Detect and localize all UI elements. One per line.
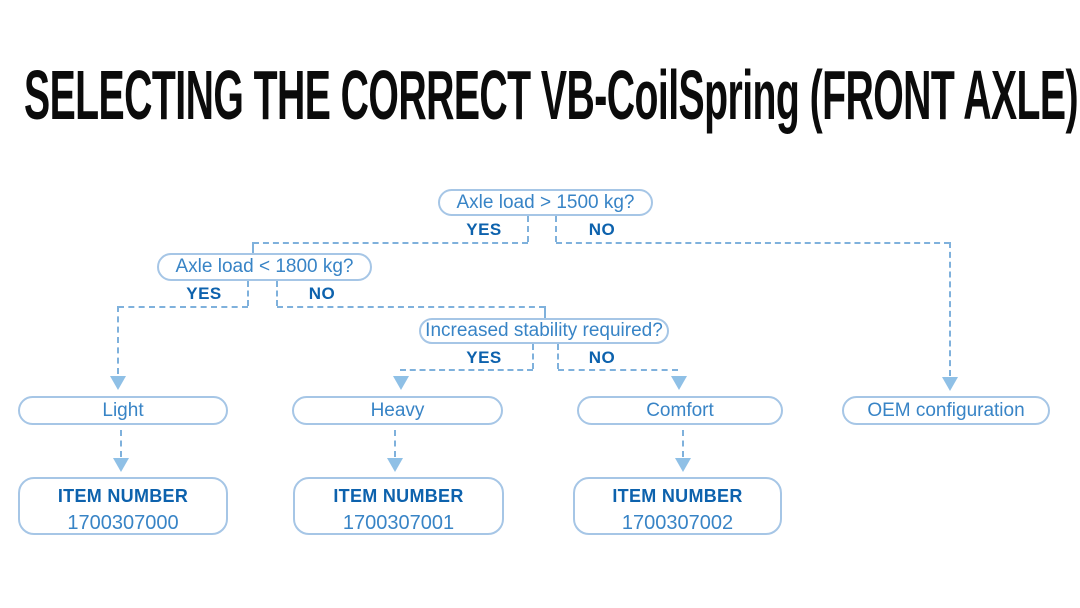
flow-line-d1-no-horizontal (556, 242, 950, 244)
decision-question: Axle load > 1500 kg? (456, 191, 635, 213)
flow-line-d3-yes-horizontal (400, 369, 533, 371)
flow-line-d2-yes-drop (247, 281, 249, 306)
flow-line-d2-no-horizontal (277, 306, 545, 308)
decision-question: Axle load < 1800 kg? (175, 256, 354, 277)
flow-line-light-to-item (120, 430, 122, 457)
flow-line-d3-yes-drop (532, 344, 534, 369)
decision-3-yes-label: YES (466, 348, 502, 367)
decision-1-no-label: NO (588, 220, 616, 239)
decision-node-axle-load-1500: Axle load > 1500 kg? (438, 189, 653, 216)
outcome-node-light: Light (18, 396, 228, 425)
item-number-heading: ITEM NUMBER (333, 486, 464, 506)
decision-3-no-label: NO (588, 348, 616, 367)
flow-line-d3-no-horizontal (558, 369, 678, 371)
flow-line-d2-yes-to-light (117, 306, 119, 374)
flow-line-d1-no-drop (555, 216, 557, 242)
page-title: SELECTING THE CORRECT VB-CoilSpring (FRO… (24, 56, 1079, 134)
decision-node-increased-stability: Increased stability required? (419, 318, 669, 344)
outcome-label: Heavy (370, 399, 425, 421)
decision-node-axle-load-1800: Axle load < 1800 kg? (157, 253, 372, 281)
decision-2-no-label: NO (308, 284, 336, 303)
decision-2-yes-label: YES (186, 284, 222, 303)
decision-1-yes-label: YES (466, 220, 502, 239)
outcome-node-oem-configuration: OEM configuration (842, 396, 1050, 425)
item-number-heading: ITEM NUMBER (57, 486, 189, 506)
item-number-box-comfort: ITEM NUMBER 1700307002 (573, 477, 782, 535)
item-number-value: 1700307001 (342, 512, 455, 534)
flow-line-d2-no-drop (276, 281, 278, 306)
flow-line-d3-no-drop (557, 344, 559, 369)
item-number-value: 1700307000 (67, 512, 179, 534)
flow-line-d2-yes-horizontal (118, 306, 248, 308)
item-number-heading: ITEM NUMBER (612, 486, 743, 506)
arrow-down-icon (113, 458, 129, 472)
outcome-node-comfort: Comfort (577, 396, 783, 425)
outcome-label: Light (102, 399, 144, 421)
flow-line-d1-no-to-oem (949, 242, 951, 376)
arrow-down-icon (387, 458, 403, 472)
arrow-down-icon (675, 458, 691, 472)
arrow-down-icon (942, 377, 958, 391)
flow-line-d1-yes-horizontal (253, 242, 528, 244)
item-number-box-light: ITEM NUMBER 1700307000 (18, 477, 228, 535)
flow-line-d2-no-to-d3 (544, 306, 546, 318)
arrow-down-icon (393, 376, 409, 390)
outcome-label: OEM configuration (867, 399, 1025, 421)
item-number-value: 1700307002 (621, 512, 734, 534)
flow-line-comfort-to-item (682, 430, 684, 457)
decision-question: Increased stability required? (425, 320, 663, 341)
outcome-label: Comfort (646, 399, 714, 421)
flow-line-heavy-to-item (394, 430, 396, 457)
outcome-node-heavy: Heavy (292, 396, 503, 425)
flow-line-d1-yes-drop (527, 216, 529, 242)
item-number-box-heavy: ITEM NUMBER 1700307001 (293, 477, 504, 535)
arrow-down-icon (671, 376, 687, 390)
arrow-down-icon (110, 376, 126, 390)
flow-line-d1-yes-to-d2 (252, 242, 254, 253)
